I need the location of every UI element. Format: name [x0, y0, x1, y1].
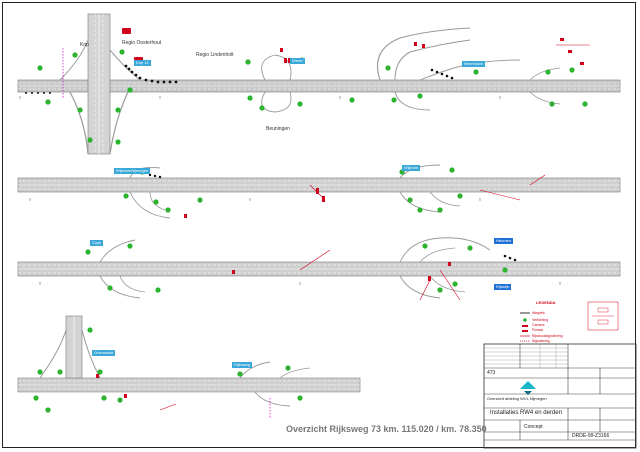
sign-weurt: Weurt [290, 58, 305, 64]
sign-wijchen-nijmegen: Wijchen/Nijmegen [114, 168, 151, 174]
sign-heumen: Heumen [494, 238, 514, 244]
legend-samples [520, 301, 619, 342]
title-block-client: Overzicht afdeling WVL Nijmegen [487, 396, 547, 401]
title-block-number: 473 [487, 370, 496, 376]
green-devices [33, 49, 588, 413]
revision-rows [484, 344, 568, 368]
label-knoop: Knp [80, 42, 89, 48]
red-annotation-lines [159, 44, 590, 411]
sign-neerbosch: Neerbosch [462, 61, 486, 67]
legend-item: Camera [532, 323, 545, 327]
sign-knp-12: Knp 12 [134, 60, 151, 66]
sign-rijswijk: Rijswijk [494, 284, 512, 290]
legend-item: Signalering [532, 339, 550, 343]
drawing-frame [2, 2, 636, 448]
legend-item: Verlichting [532, 318, 549, 322]
title-block-status: Concept [524, 424, 543, 430]
label-regio-lindenholt: Regio Lindenholt [196, 52, 234, 58]
company-logo [520, 381, 536, 395]
strip-4 [17, 315, 361, 407]
label-beuningen: Beuningen [266, 126, 290, 132]
legend-item: Rijstrooksignalering [532, 334, 563, 338]
legend-item: Wegdek [532, 311, 545, 315]
km-ticks [19, 96, 561, 285]
title-block-drawing-number: DRDE-99-Z3166 [572, 433, 610, 439]
drawing-title: Overzicht Rijksweg 73 km. 115.020 / km. … [286, 424, 487, 434]
label-regio-oosterhout: Regio Oosterhout [122, 40, 162, 46]
strip-1 [17, 13, 621, 155]
sign-cuyk: Cuyk [90, 240, 104, 246]
sign-wijchen: Wijchen [402, 165, 421, 171]
device-chain [25, 64, 517, 262]
sign-overasselt: Overasselt [92, 350, 116, 356]
strip-3 [17, 237, 621, 299]
title-block-project: Installaties RW4 en derden [490, 410, 562, 416]
red-annotations [96, 28, 584, 398]
legend-title: LEGENDA [536, 300, 556, 305]
legend-item: Portaal [532, 328, 544, 332]
legend: LEGENDA Wegdek Verlichting Camera Portaa… [514, 300, 586, 344]
sign-rijksweg: Rijksweg [232, 362, 253, 368]
